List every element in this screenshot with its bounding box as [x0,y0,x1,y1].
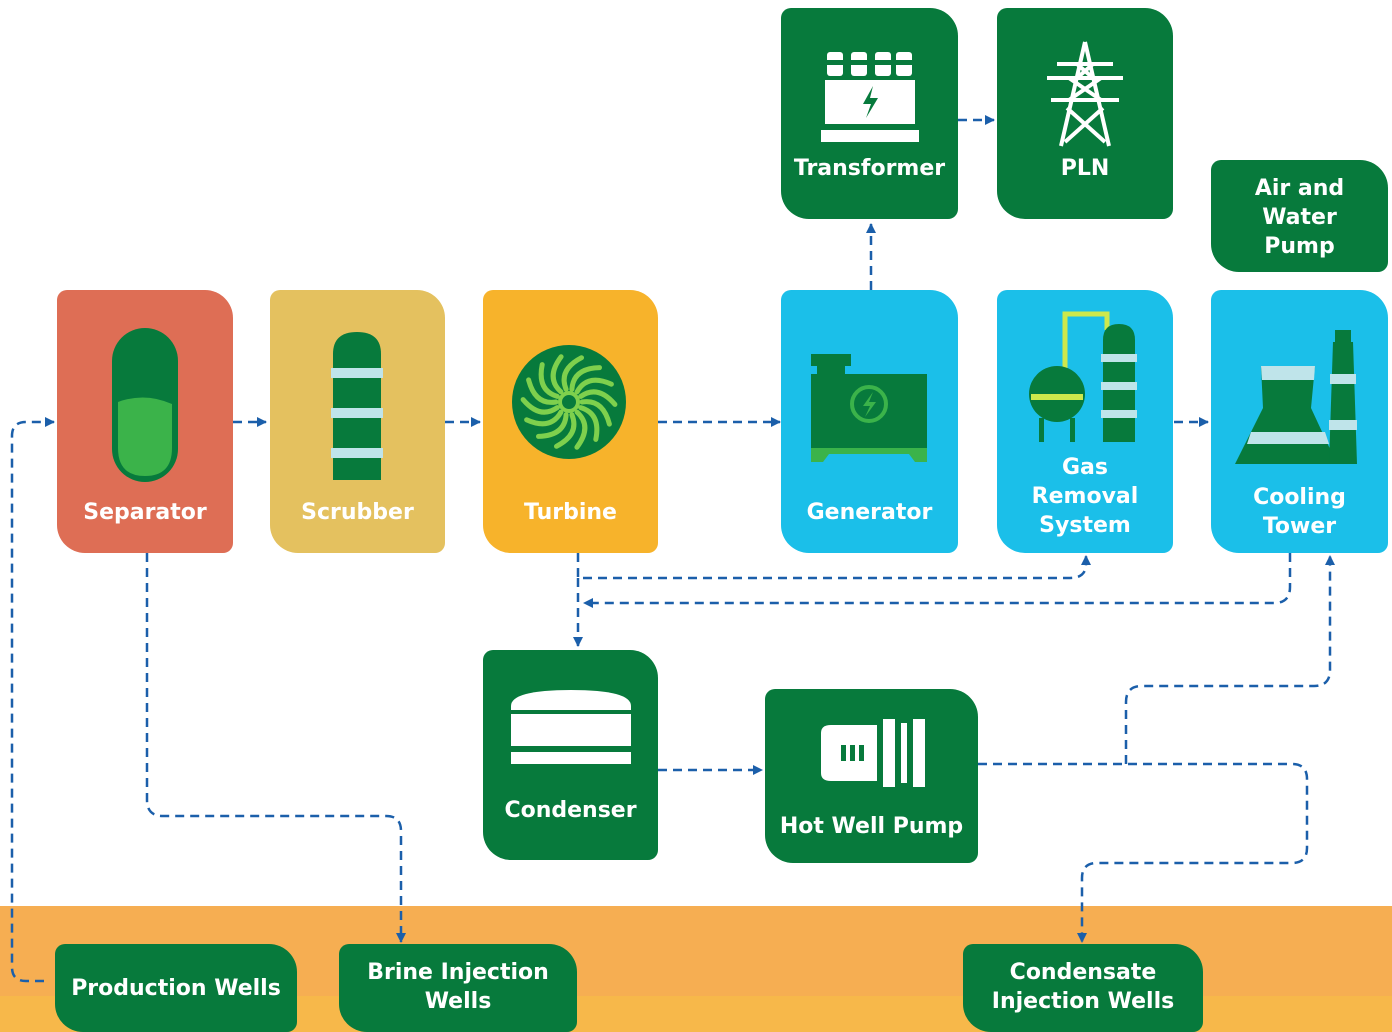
hot-well-pump-node: Hot Well Pump [765,689,978,863]
separator-vessel-icon [112,328,178,482]
scrubber-label: Scrubber [301,500,414,525]
pln-label: PLN [1060,156,1110,181]
hot-well-pump-label: Hot Well Pump [779,814,964,839]
transmission-tower-icon [1047,41,1123,147]
production-wells-label: Production Wells [71,976,281,1001]
brine-injection-wells-node: Brine Injection Wells [339,944,577,1032]
pln-node: PLN [997,8,1173,219]
transformer-label: Transformer [793,156,946,181]
production-wells-node: Production Wells [55,944,297,1032]
scrubber-node: Scrubber [270,290,445,553]
generator-icon [811,354,927,462]
condenser-label: Condenser [504,798,637,823]
cooling-tower-node: Cooling Tower [1211,290,1388,553]
arrow-production-to-separator [10,417,55,983]
turbine-node: Turbine [483,290,658,553]
gas-removal-node: Gas Removal System [997,290,1173,553]
air-water-pump-label: Air and Water Pump [1254,176,1345,259]
condenser-icon [511,690,631,764]
condensate-injection-wells-node: Condensate Injection Wells [963,944,1203,1032]
transformer-icon [821,52,919,142]
air-water-pump-node: Air and Water Pump [1211,160,1388,272]
scrubber-column-icon [331,332,383,480]
generator-node: Generator [781,290,958,553]
arrow-separator-to-brine-injection [145,553,406,943]
condenser-node: Condenser [483,650,658,860]
pump-icon [821,719,925,787]
arrow-cooling-tower-return [583,553,1292,608]
generator-label: Generator [806,500,933,525]
arrow-turbine-to-gas-removal [576,553,1091,580]
cooling-tower-icon [1235,330,1357,464]
turbine-label: Turbine [524,500,617,525]
gas-removal-label: Gas Removal System [1031,455,1139,538]
brine-injection-wells-label: Brine Injection Wells [367,960,549,1014]
arrow-pump-to-condensate-injection [978,762,1309,943]
condensate-injection-wells-label: Condensate Injection Wells [991,960,1175,1014]
gas-removal-icon [1029,311,1137,442]
arrow-pump-to-cooling-tower [1124,555,1335,764]
transformer-node: Transformer [781,8,958,219]
cooling-tower-label: Cooling Tower [1253,485,1346,539]
turbine-icon [512,345,626,459]
separator-label: Separator [83,500,207,525]
separator-node: Separator [57,290,233,553]
